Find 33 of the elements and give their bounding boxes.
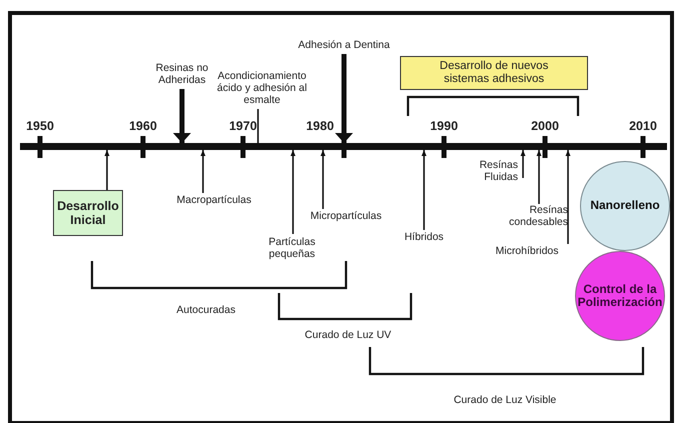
topic-circle: Nanorelleno [580, 161, 670, 251]
year-label: 1970 [229, 119, 257, 133]
event-label: Micropartículas [297, 209, 395, 225]
period-label: Autocuradas [176, 304, 236, 316]
arrow [104, 150, 110, 190]
event-label: Microhíbridos [489, 244, 565, 260]
thick-arrow [335, 54, 353, 143]
arrow [536, 150, 542, 204]
year-label: 2010 [629, 119, 657, 133]
period-label: Curado de Luz Visible [454, 394, 556, 406]
year-label: 1960 [129, 119, 157, 133]
arrow [422, 150, 426, 230]
event-label: Macropartículas [166, 193, 262, 209]
arrow [566, 150, 570, 244]
topic-circle: Control de la Polimerización [575, 251, 665, 341]
event-label: Resínas Fluidas [478, 159, 518, 185]
arrow [320, 150, 326, 209]
event-label: Adhesión a Dentina [285, 38, 403, 54]
timeline-bar [20, 143, 667, 150]
year-label: 1990 [430, 119, 458, 133]
milestone-box: Desarrollo Inicial [53, 190, 123, 236]
arrow [520, 150, 526, 178]
year-label: 2000 [531, 119, 559, 133]
thick-arrow [173, 89, 191, 143]
connector-line [257, 109, 259, 143]
year-label: 1950 [26, 119, 54, 133]
arrow [290, 150, 296, 234]
period-label: Curado de Luz UV [304, 329, 392, 341]
period-box: Desarrollo de nuevos sistemas adhesivos [400, 56, 588, 90]
year-label: 1980 [306, 119, 334, 133]
arrow [200, 150, 206, 193]
event-label: Híbridos [395, 230, 453, 246]
event-label: Partículas pequeñas [252, 234, 332, 264]
